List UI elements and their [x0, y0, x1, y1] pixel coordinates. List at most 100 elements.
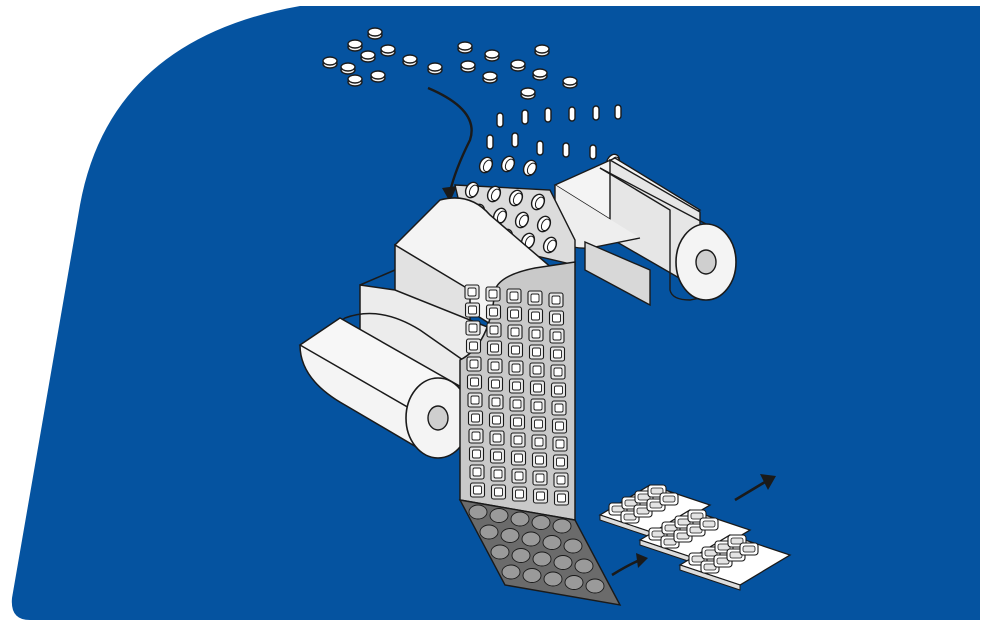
blister-cell — [506, 288, 522, 304]
blister-pack-icon — [638, 509, 752, 566]
blister-cell — [485, 304, 502, 320]
tablet-icon — [482, 71, 498, 84]
sealed-cell — [532, 551, 552, 567]
sealed-cell — [585, 578, 605, 594]
blister-cell — [551, 400, 567, 416]
tablet-icon — [614, 104, 622, 120]
sealed-cell — [500, 528, 520, 543]
blister-cell — [506, 306, 523, 322]
blister-cell — [468, 446, 485, 462]
blister-cell — [530, 398, 546, 414]
blister-cell — [490, 466, 506, 482]
blister-cell — [531, 452, 548, 468]
sealed-cell — [563, 538, 583, 554]
blister-cell — [529, 380, 546, 396]
blister-cell — [488, 394, 504, 410]
tablet-icon — [568, 106, 576, 122]
blister-cell — [486, 322, 502, 338]
output-arrow-icon — [734, 474, 776, 502]
blister-cell — [550, 382, 567, 398]
blister-cell — [509, 396, 525, 412]
blister-cell — [464, 284, 480, 300]
tablet-icon — [457, 41, 473, 54]
tablet-icon — [370, 70, 386, 83]
blister-cell — [511, 468, 527, 484]
blister-packs — [598, 484, 792, 591]
blister-cell — [528, 344, 545, 360]
tablet-icon — [520, 87, 536, 100]
blister-cell — [553, 490, 570, 506]
sealed-cell — [542, 535, 562, 550]
blister-cell — [528, 326, 544, 342]
sealed-cell — [543, 571, 563, 587]
blister-cell — [507, 342, 524, 358]
blister-cell — [531, 434, 547, 450]
pack-cell — [659, 492, 679, 506]
sealed-cell — [490, 544, 510, 560]
sealed-cell — [510, 511, 530, 527]
blister-cell — [468, 428, 484, 444]
sealed-cell — [479, 524, 499, 540]
tablet-icon — [484, 49, 500, 62]
blister-cell — [549, 328, 565, 344]
blister-cell — [469, 464, 485, 480]
sealed-foil-sheet — [458, 499, 622, 606]
blister-cell — [527, 290, 543, 306]
sealed-cell — [511, 548, 531, 563]
tablet-icon — [496, 112, 504, 128]
blister-cell — [469, 482, 486, 498]
tablet-icon — [340, 62, 356, 75]
sealed-cell — [468, 504, 488, 520]
sealed-cell — [489, 508, 509, 523]
tablet-icon — [511, 132, 519, 148]
tablet-icon — [532, 68, 548, 81]
blister-cell — [486, 340, 503, 356]
sealed-cell — [552, 518, 572, 534]
blister-cell — [465, 338, 482, 354]
sealed-cell — [522, 568, 542, 583]
blister-cell — [509, 414, 526, 430]
blister-cell — [511, 486, 528, 502]
blister-cell — [467, 410, 484, 426]
blister-cell — [548, 310, 565, 326]
blister-cell — [487, 376, 504, 392]
blister-cell — [532, 470, 548, 486]
blister-cell — [485, 286, 501, 302]
tablet-icon — [562, 142, 570, 158]
sealed-cell — [531, 515, 551, 530]
blister-cell — [488, 412, 505, 428]
blister-cell — [551, 418, 568, 434]
pack-cell — [699, 517, 719, 531]
tablet-icon — [592, 105, 600, 121]
blister-cell — [487, 358, 503, 374]
tablet-icon — [521, 109, 529, 125]
blister-cell — [552, 436, 568, 452]
blister-cell — [549, 346, 566, 362]
blister-cell — [508, 378, 525, 394]
blister-cell — [552, 454, 569, 470]
blister-cell — [553, 472, 569, 488]
tablet-icon — [427, 62, 443, 75]
tablet-icon — [562, 76, 578, 89]
blister-cell — [530, 416, 547, 432]
blister-cell — [467, 392, 483, 408]
tablet-icon — [534, 44, 550, 57]
tablet-icon — [486, 134, 494, 150]
tablet-icon — [402, 54, 418, 67]
tablet-icon — [347, 74, 363, 87]
blister-cell — [508, 360, 524, 376]
sealed-cell — [553, 555, 573, 570]
tablet-icon — [360, 50, 376, 63]
blister-cell — [465, 320, 481, 336]
sealed-cell — [574, 558, 594, 574]
tablet-icon — [460, 60, 476, 73]
blister-cell — [464, 302, 481, 318]
feed-arrow-icon — [427, 86, 473, 202]
sealed-cell — [521, 531, 541, 547]
tablet-icon — [536, 140, 544, 156]
blister-cell — [550, 364, 566, 380]
tablet-icon — [380, 44, 396, 57]
tablet-icon — [367, 27, 383, 40]
